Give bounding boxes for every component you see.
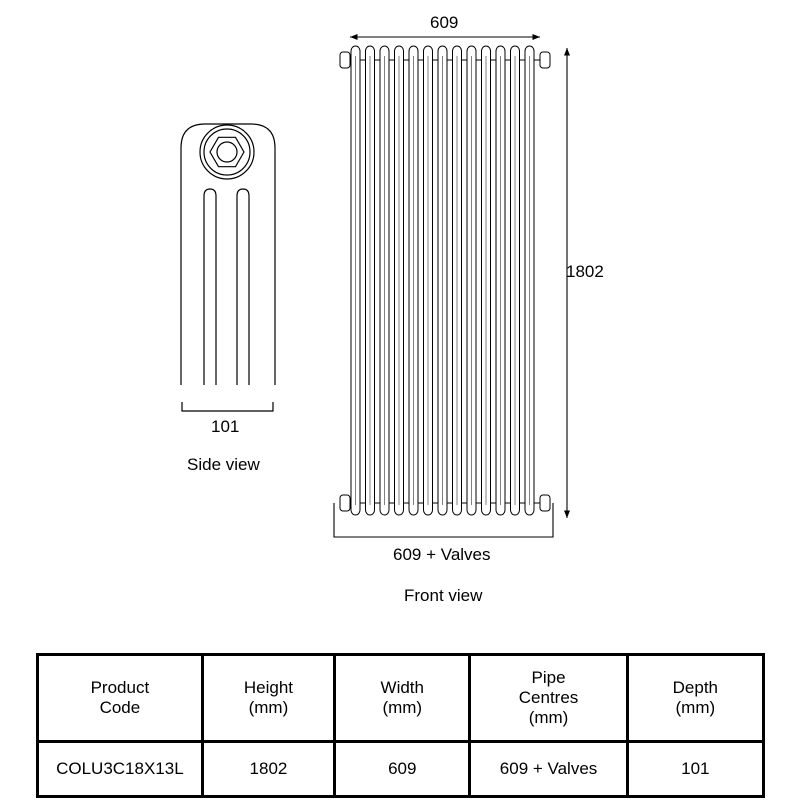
table-row: COLU3C18X13L 1802 609 609 + Valves 101 (36, 740, 766, 798)
cell-width: 609 (333, 740, 472, 798)
header-width: Width(mm) (333, 653, 472, 743)
side-tube-right (236, 188, 250, 385)
cell-pipe-centres: 609 + Valves (468, 740, 629, 798)
cell-height: 1802 (200, 740, 337, 798)
cell-depth: 101 (625, 740, 766, 798)
cell-product-code: COLU3C18X13L (36, 740, 204, 798)
radiator-technical-drawing (180, 33, 571, 538)
header-end-cap (339, 51, 351, 69)
header-end-cap (539, 494, 551, 512)
side-depth-dimension (181, 402, 274, 412)
header-height: Height(mm) (200, 653, 337, 743)
header-end-cap (339, 494, 351, 512)
radiator-columns (339, 45, 551, 516)
valve-nut-icon (199, 124, 255, 180)
front-view-height-label: 1802 (566, 262, 604, 281)
front-view-drawing (333, 33, 571, 538)
header-end-cap (539, 51, 551, 69)
front-view-pipe-centres-label: 609 + Valves (393, 545, 491, 564)
pipe-centres-dimension (333, 503, 554, 538)
header-depth: Depth(mm) (625, 653, 766, 743)
side-tube-left (203, 188, 217, 385)
front-view-caption: Front view (404, 586, 483, 605)
side-view-drawing (180, 123, 276, 412)
front-view-width-label: 609 (430, 13, 459, 32)
side-view-caption: Side view (187, 455, 260, 474)
side-view-depth-label: 101 (211, 417, 240, 436)
side-view-outline (180, 123, 276, 385)
